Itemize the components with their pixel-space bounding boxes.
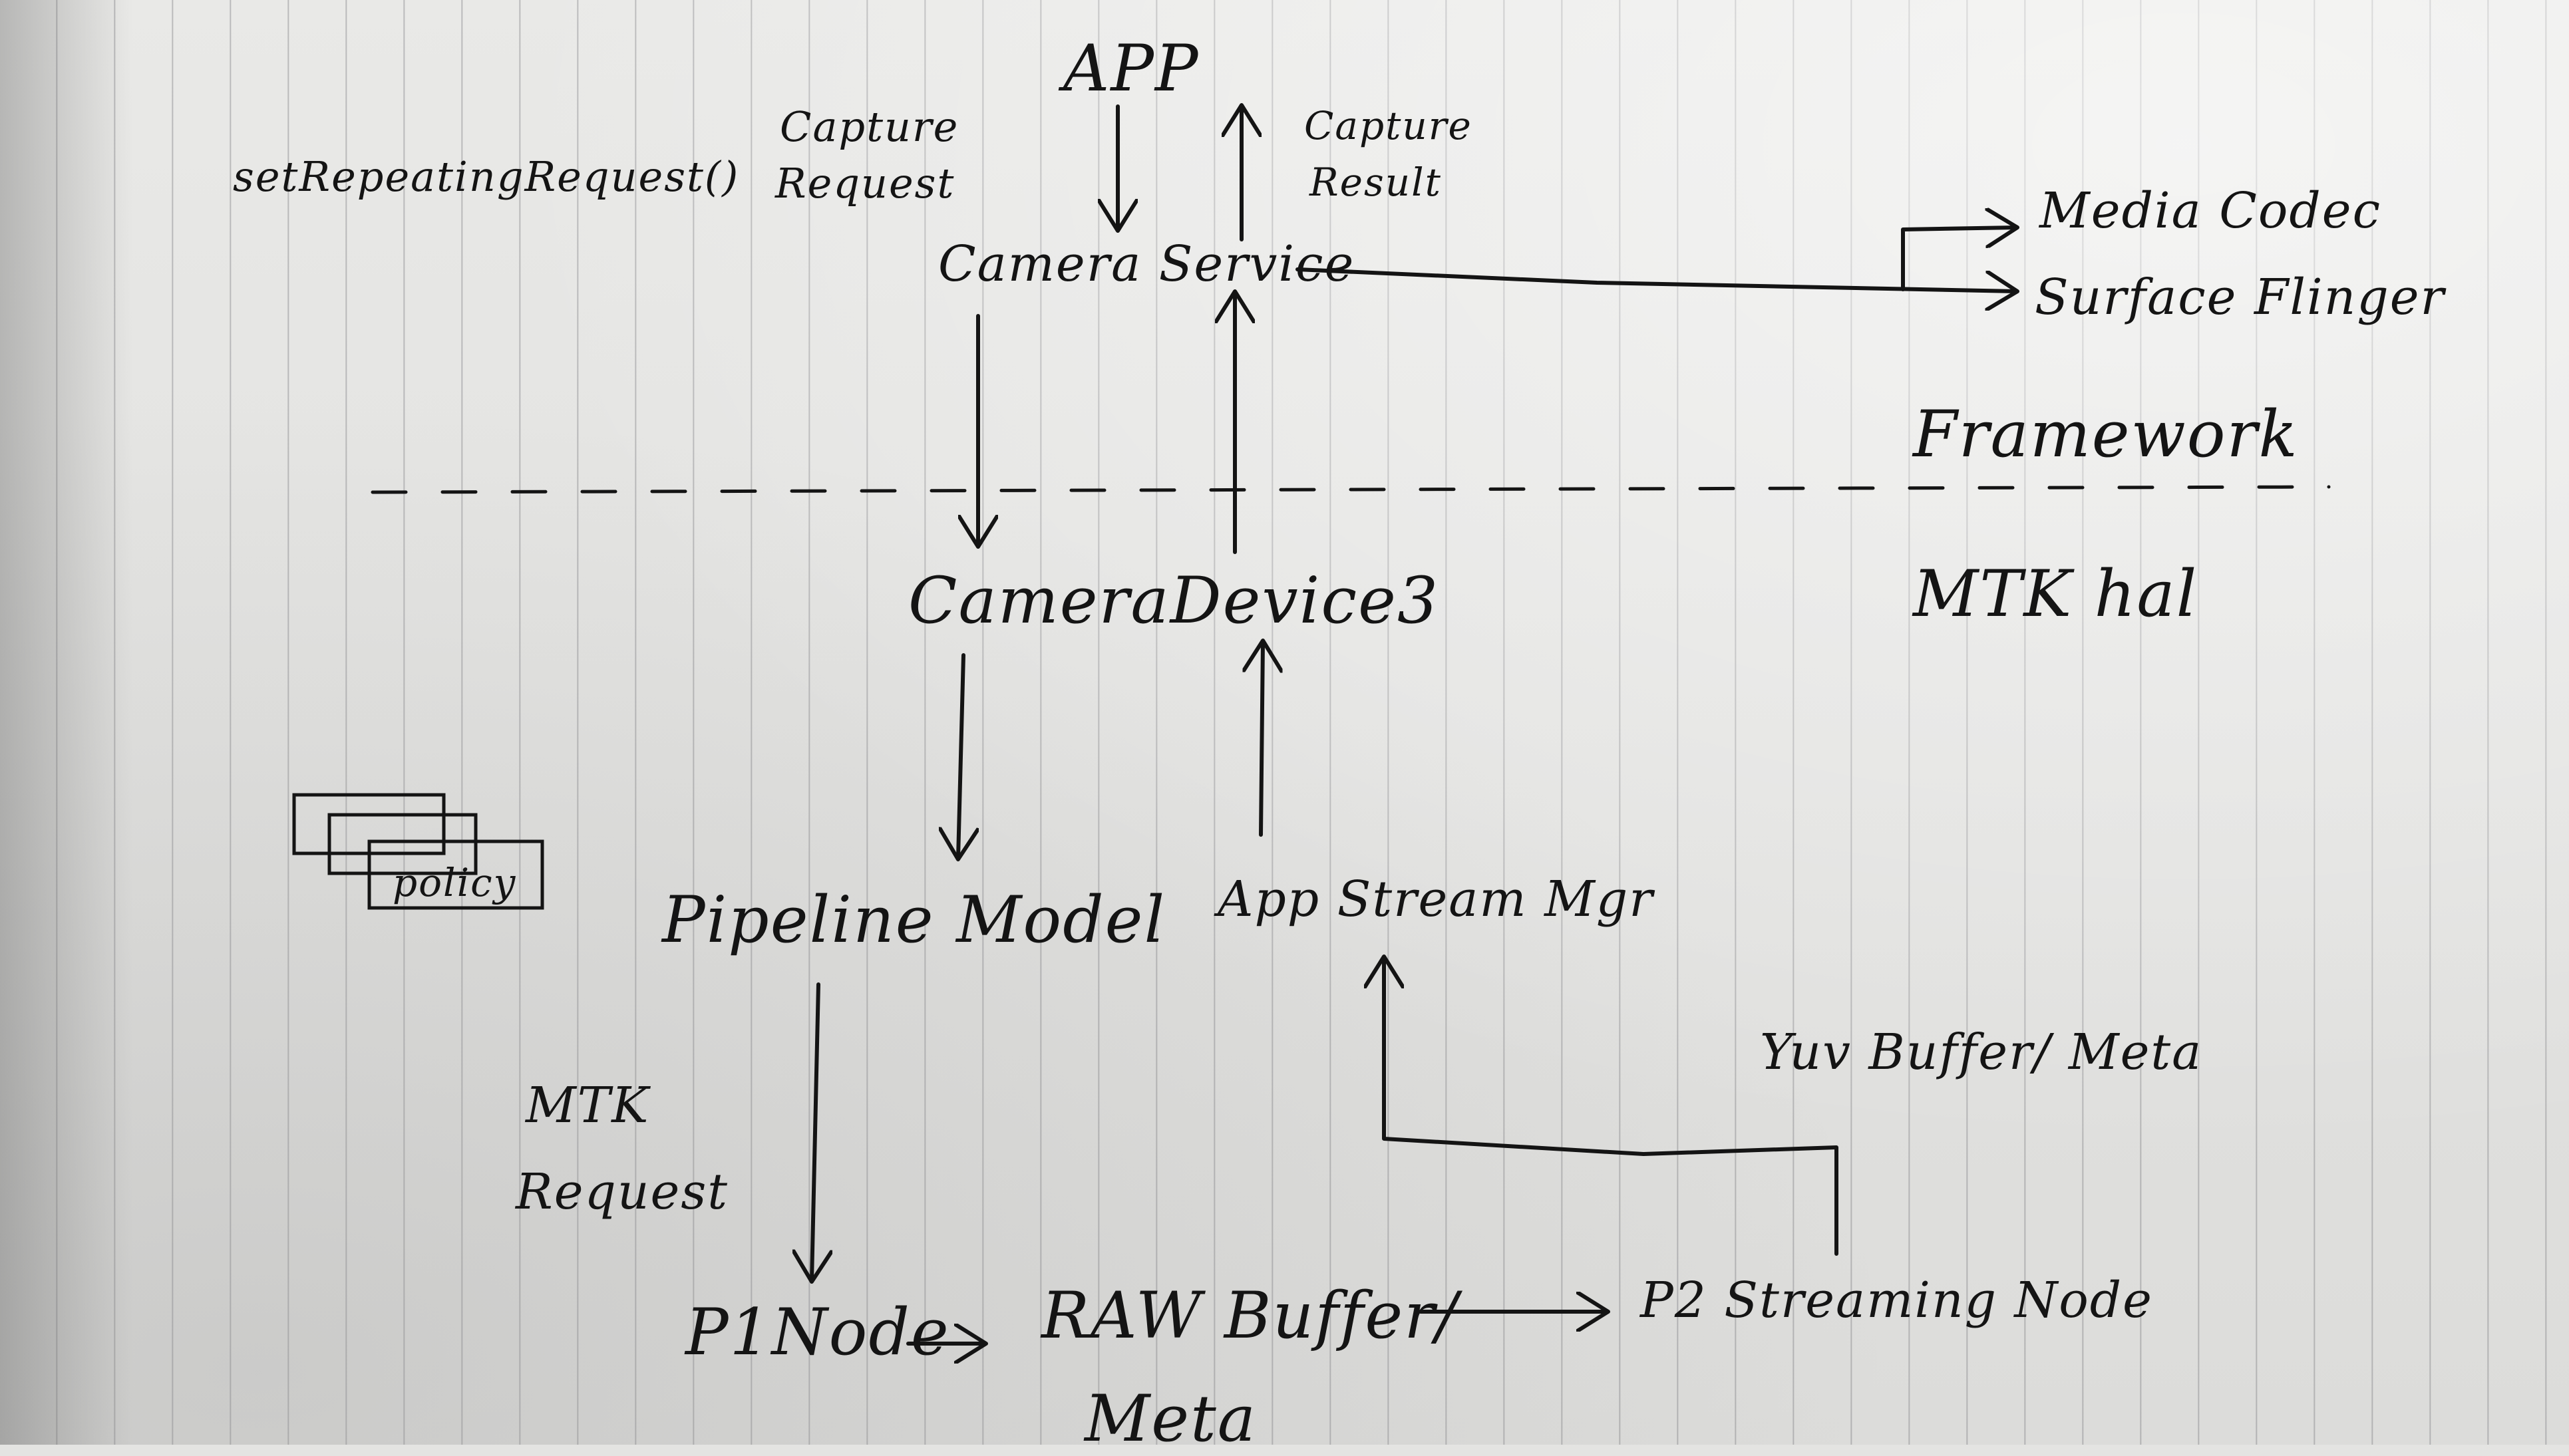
policy-boxes (292, 793, 544, 910)
arrow-pipeline-to-p1node (812, 982, 818, 1280)
surface-flinger-label: Surface Flinger (2035, 269, 2445, 326)
raw-buffer-label-1: RAW Buffer/ (1041, 1278, 1459, 1353)
capture-request-label-1: Capture (780, 102, 959, 151)
p1-node-label: P1Node (685, 1295, 950, 1370)
mtk-request-label-1: MTK (526, 1077, 650, 1134)
p2-streaming-node-label: P2 Streaming Node (1640, 1272, 2153, 1329)
yuv-buffer-meta-label: Yuv Buffer/ Meta (1760, 1024, 2203, 1081)
app-stream-mgr-label: App Stream Mgr (1218, 871, 1654, 928)
arrow-stream-mgr-to-device3 (1261, 642, 1263, 837)
mtk-request-label-2: Request (516, 1163, 729, 1221)
pipeline-model-label: Pipeline Model (662, 883, 1166, 957)
capture-request-label-2: Request (775, 159, 955, 208)
raw-buffer-label-2: Meta (1085, 1382, 1257, 1456)
app-label: APP (1063, 31, 1200, 106)
set-repeating-request-label: setRepeatingRequest() (233, 152, 740, 201)
page-shadow (0, 0, 133, 1445)
capture-result-label-2: Result (1309, 160, 1442, 205)
arrow-p2-to-stream-mgr (1384, 958, 1838, 1256)
framework-label: Framework (1913, 397, 2299, 472)
arrow-to-surface-flinger (1295, 267, 2016, 291)
arrow-device3-to-pipeline (958, 653, 963, 858)
policy-label: policy (393, 860, 517, 905)
capture-result-label-1: Capture (1304, 103, 1472, 148)
arrow-to-media-codec (1901, 227, 2016, 291)
mtk-hal-label: MTK hal (1913, 557, 2198, 631)
media-codec-label: Media Codec (2039, 182, 2382, 239)
camera-service-label: Camera Service (938, 235, 1355, 293)
framework-hal-boundary (371, 485, 2331, 494)
camera-device3-label: CameraDevice3 (908, 563, 1440, 638)
